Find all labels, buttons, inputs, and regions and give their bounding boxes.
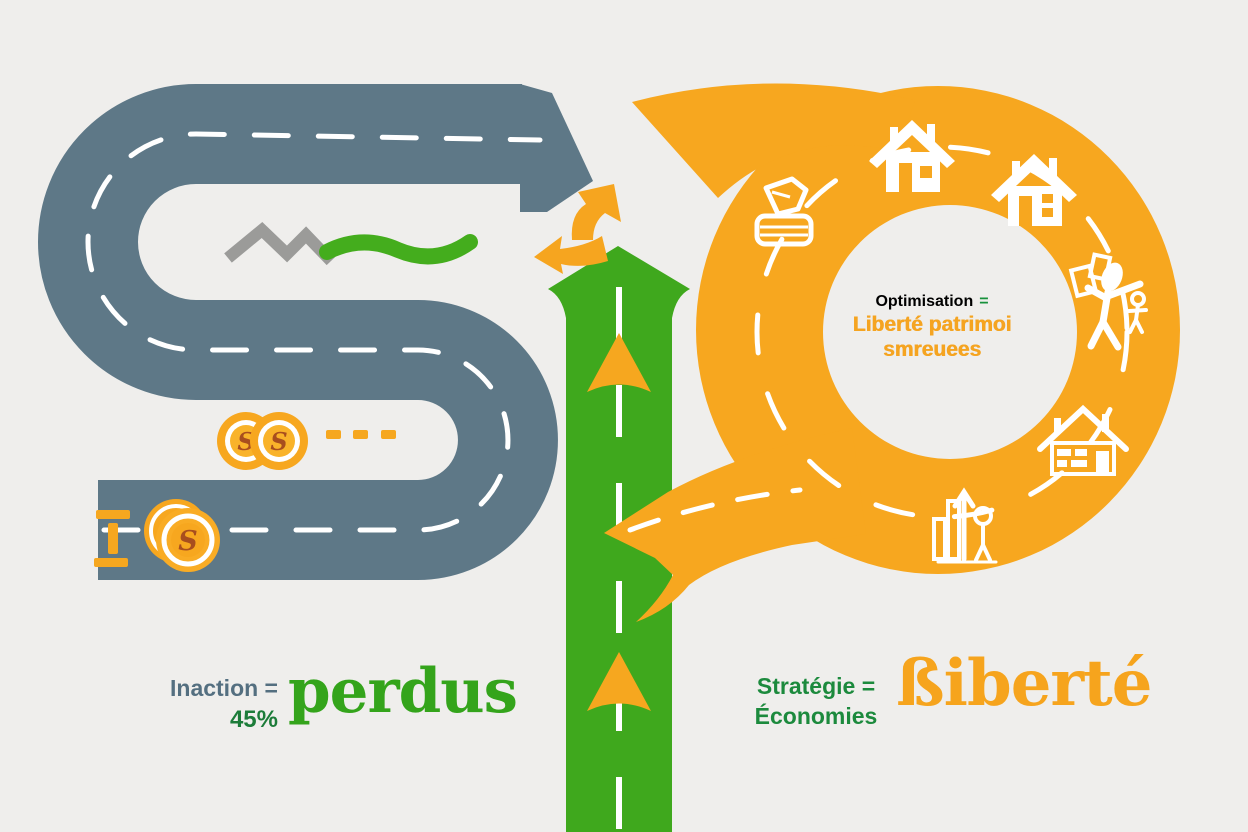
inaction-label: Inaction = xyxy=(170,675,278,701)
svg-text:S: S xyxy=(237,427,254,456)
orange-road-mouth xyxy=(632,83,915,198)
milestone-flag-icon xyxy=(754,176,814,247)
stacked-coin-icon: S xyxy=(144,499,220,572)
gray-road-torn-end xyxy=(520,84,593,212)
optimisation-equals: = xyxy=(979,293,989,310)
house-icon-2 xyxy=(991,154,1077,226)
coin-pair-icon: S S xyxy=(217,412,308,470)
strategie-caption: Stratégie = Économies xyxy=(748,672,884,732)
inaction-value: 45% xyxy=(229,705,278,733)
svg-text:S: S xyxy=(270,427,287,456)
dash-trio-marker xyxy=(326,430,396,439)
house-floorplan-icon xyxy=(1037,404,1129,476)
up-chevron-icon-2 xyxy=(587,652,651,711)
optimisation-subtitle-2: smreuees xyxy=(882,338,982,362)
turn-up-right-arrow-icon xyxy=(571,184,621,240)
turn-left-arrow-icon xyxy=(534,236,608,274)
inaction-caption: Inaction = 45% xyxy=(158,674,278,735)
optimisation-title-line: Optimisation = xyxy=(822,292,1042,312)
i-beam-marker xyxy=(94,510,130,567)
family-documents-icon xyxy=(1068,252,1148,351)
optimisation-subtitle: Liberté patrimoi xyxy=(852,312,1012,336)
optimisation-title: Optimisation xyxy=(875,293,974,310)
orange-tail-centerline xyxy=(627,487,803,533)
economies-label: Économies xyxy=(754,702,878,729)
volatility-zigzag-icon xyxy=(224,221,336,266)
orange-road-centerline xyxy=(754,144,1130,520)
liberte-word: ßiberté xyxy=(896,646,1152,721)
growth-chart-person-icon xyxy=(932,487,998,564)
house-icon xyxy=(869,120,955,192)
up-chevron-icon xyxy=(587,333,651,392)
gray-s-road xyxy=(38,84,593,580)
orange-road-tail xyxy=(604,428,866,622)
perdus-word: perdus xyxy=(288,656,518,727)
optimisation-caption: Optimisation = Liberté patrimoi smreuees xyxy=(822,292,1042,363)
gray-road-centerline xyxy=(85,131,543,533)
smooth-growth-ribbon-icon xyxy=(319,234,478,265)
strategie-label: Stratégie = xyxy=(756,673,876,699)
svg-text:S: S xyxy=(178,526,198,557)
